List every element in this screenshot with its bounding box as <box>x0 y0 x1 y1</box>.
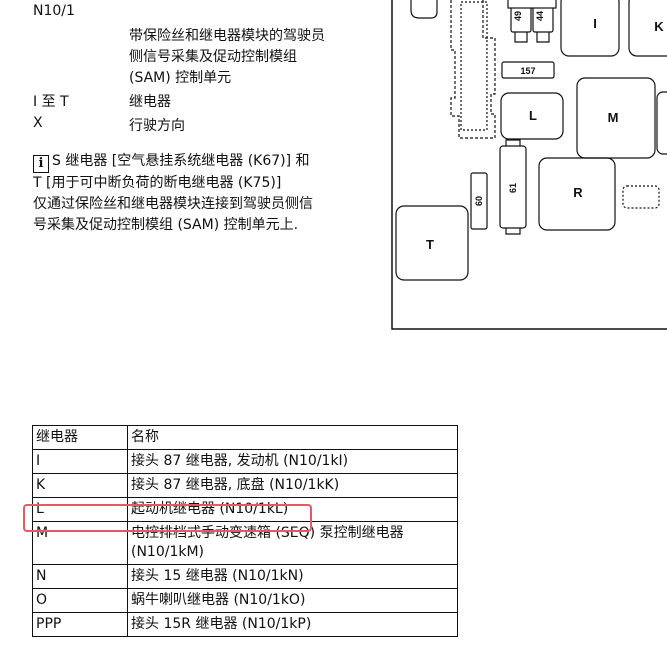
fuse-label-157: 157 <box>520 66 535 76</box>
legend-value: 侧信号采集及促动控制模组 <box>129 49 297 65</box>
table-row: I 接头 87 继电器, 发动机 (N10/1kI) <box>32 449 458 474</box>
fuse-label-44: 44 <box>535 11 545 21</box>
name-cell: 接头 15R 继电器 (N10/1kP) <box>127 612 458 637</box>
relay-cell: K <box>32 473 128 498</box>
relay-label-l: L <box>529 108 537 123</box>
relay-table: 继电器 名称 I 接头 87 继电器, 发动机 (N10/1kI) K 接头 8… <box>32 425 458 637</box>
table-row: M 电控排档式手动变速箱 (SEQ) 泵控制继电器(N10/1kM) <box>32 521 458 565</box>
relay-cell: N <box>32 564 128 589</box>
name-cell: 起动机继电器 (N10/1kL) <box>127 497 458 522</box>
fuse-relay-module-diagram: I K L M R T 49 44 157 61 60 <box>391 0 667 330</box>
fuse-label-49: 49 <box>513 11 523 21</box>
table-header: 继电器 <box>32 425 128 450</box>
note-line-4: 号采集及促动控制模组 (SAM) 控制单元上. <box>33 217 299 233</box>
name-cell: 接头 15 继电器 (N10/1kN) <box>127 564 458 589</box>
relay-cell: L <box>32 497 128 522</box>
fuse-label-60: 60 <box>474 196 484 206</box>
relay-label-i: I <box>593 16 597 31</box>
legend-key: X <box>33 115 43 131</box>
name-cell: 接头 87 继电器, 发动机 (N10/1kI) <box>127 449 458 474</box>
table-row: L 起动机继电器 (N10/1kL) <box>32 497 458 522</box>
relay-cell: O <box>32 588 128 613</box>
fuse-label-61: 61 <box>508 183 518 193</box>
note-line-3: 仅通过保险丝和继电器模块连接到驾驶员侧信 <box>33 196 313 212</box>
legend-key: N10/1 <box>33 3 75 19</box>
table-header: 名称 <box>127 425 458 450</box>
table-row: O 蜗牛喇叭继电器 (N10/1kO) <box>32 588 458 613</box>
relay-label-r: R <box>573 185 583 200</box>
legend-key: I 至 T <box>33 94 69 110</box>
note-line-2: T [用于可中断负荷的断电继电器 (K75)] <box>33 175 282 191</box>
table-row: K 接头 87 继电器, 底盘 (N10/1kK) <box>32 473 458 498</box>
legend-value: 行驶方向 <box>129 118 185 134</box>
table-row: N 接头 15 继电器 (N10/1kN) <box>32 564 458 589</box>
name-cell: 接头 87 继电器, 底盘 (N10/1kK) <box>127 473 458 498</box>
legend-value: (SAM) 控制单元 <box>129 70 232 86</box>
legend-value: 带保险丝和继电器模块的驾驶员 <box>129 28 325 44</box>
relay-label-m: M <box>608 110 619 125</box>
legend-value: 继电器 <box>129 94 171 110</box>
relay-label-t: T <box>426 237 434 252</box>
table-row: PPP 接头 15R 继电器 (N10/1kP) <box>32 612 458 637</box>
relay-cell: M <box>32 521 128 565</box>
table-header-row: 继电器 名称 <box>32 425 458 450</box>
relay-cell: I <box>32 449 128 474</box>
info-icon: i <box>33 155 49 173</box>
name-cell: 蜗牛喇叭继电器 (N10/1kO) <box>127 588 458 613</box>
name-cell: 电控排档式手动变速箱 (SEQ) 泵控制继电器(N10/1kM) <box>127 521 458 565</box>
relay-cell: PPP <box>32 612 128 637</box>
relay-label-k: K <box>654 19 664 34</box>
